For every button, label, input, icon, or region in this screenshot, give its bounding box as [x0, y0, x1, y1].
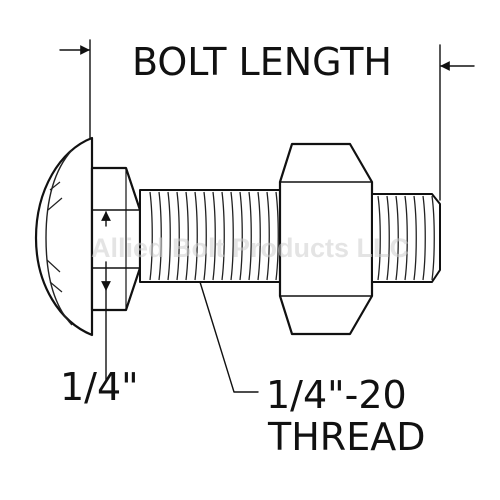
watermark-text: Allied Bolt Products LLC: [91, 233, 409, 263]
thread-ridge: [395, 195, 399, 281]
threaded-shank: [139, 189, 286, 283]
thread-ridge: [239, 191, 243, 281]
thread-leader-line: [199, 281, 259, 393]
threaded-end: [371, 193, 441, 283]
dome-head-shape: [34, 136, 94, 337]
thread-ridge: [377, 195, 381, 281]
bolt-head: [34, 136, 94, 337]
nut-chamfer-bottom: [279, 295, 293, 335]
bolt-length-label: BOLT LENGTH: [132, 40, 392, 84]
thread-ridge: [212, 191, 216, 281]
head-logo-marks: [46, 181, 63, 293]
bolt-length-dimension: BOLT LENGTH: [59, 39, 475, 201]
hex-nut: [278, 142, 374, 336]
head-edge-line: [45, 149, 73, 326]
thread-ridge: [158, 191, 162, 281]
thread-ridge: [185, 191, 189, 281]
thread-ridge: [176, 191, 180, 281]
thread-spec-label: 1/4"-20: [266, 373, 407, 417]
thread-lines-right: [377, 195, 435, 281]
thread-ridge: [221, 191, 225, 281]
nut-chamfer-top: [279, 143, 293, 183]
thread-ridge: [275, 191, 279, 281]
square-neck: [90, 166, 142, 312]
thread-ridge: [413, 195, 417, 281]
thread-ridge: [230, 191, 234, 281]
thread-ridge: [257, 191, 261, 281]
thread-ridge: [248, 191, 252, 281]
thread-ridge: [149, 191, 153, 281]
thread-ridge: [194, 191, 198, 281]
thread-ridge: [422, 195, 426, 281]
thread-ridge: [386, 195, 390, 281]
thread-ridge: [404, 195, 408, 281]
thread-label: THREAD: [267, 415, 425, 459]
thread-ridge: [266, 191, 270, 281]
thread-ridge: [167, 191, 171, 281]
hex-nut-shape: [278, 142, 374, 336]
thread-callout: 1/4"-20 THREAD: [199, 281, 425, 459]
head-height-dimension: 1/4": [60, 211, 139, 409]
thread-lines-left: [149, 191, 279, 281]
thread-ridge: [431, 195, 435, 281]
thread-ridge: [203, 191, 207, 281]
head-dimension-label: 1/4": [60, 365, 139, 409]
